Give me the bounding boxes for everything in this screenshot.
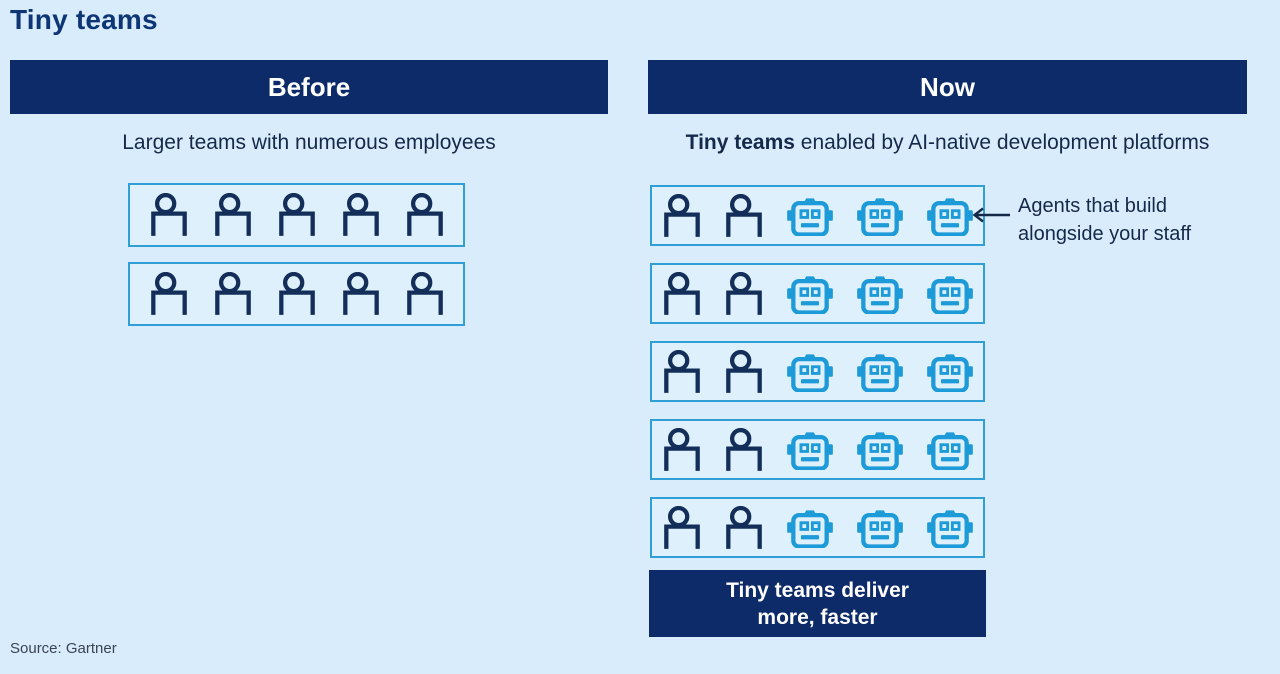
robot-icon (856, 508, 903, 548)
source-credit: Source: Gartner (10, 640, 117, 657)
person-icon (725, 505, 763, 550)
person-icon (663, 505, 701, 550)
now-team-grid (650, 185, 985, 575)
person-icon (663, 427, 701, 472)
team-box (650, 419, 985, 480)
team-box (128, 183, 465, 247)
person-icon (406, 193, 444, 237)
page-title: Tiny teams (10, 4, 158, 35)
annotation-agents: Agents that build alongside your staff (1018, 192, 1191, 248)
before-team-grid (128, 183, 465, 341)
now-subtitle-rest: enabled by AI-native development platfor… (794, 131, 1210, 154)
robot-icon (786, 508, 833, 548)
person-icon (725, 349, 763, 394)
person-icon (278, 272, 316, 316)
person-icon (725, 271, 763, 316)
person-icon (278, 193, 316, 237)
robot-icon (926, 508, 973, 548)
robot-icon (926, 196, 973, 236)
annotation-line: alongside your staff (1018, 223, 1192, 245)
person-icon (663, 271, 701, 316)
person-icon (342, 272, 380, 316)
robot-icon (786, 196, 833, 236)
person-icon (150, 272, 188, 316)
team-box (128, 262, 465, 326)
conclusion-box: Tiny teams deliver more, faster (649, 570, 986, 637)
now-subtitle-bold: Tiny teams (685, 131, 795, 154)
robot-icon (856, 274, 903, 314)
person-icon (663, 193, 701, 238)
team-box (650, 497, 985, 558)
now-header-label: Now (920, 71, 975, 102)
conclusion-line: Tiny teams deliver (726, 578, 909, 602)
conclusion-line: more, faster (757, 605, 878, 629)
robot-icon (856, 352, 903, 392)
robot-icon (926, 274, 973, 314)
team-box (650, 185, 985, 246)
arrow-left-icon (968, 206, 1012, 229)
before-header-label: Before (267, 71, 351, 102)
before-header-bar: Before (10, 60, 608, 114)
robot-icon (926, 430, 973, 470)
robot-icon (786, 352, 833, 392)
person-icon (342, 193, 380, 237)
now-header-bar: Now (648, 60, 1247, 114)
person-icon (725, 427, 763, 472)
robot-icon (786, 274, 833, 314)
team-box (650, 341, 985, 402)
person-icon (406, 272, 444, 316)
robot-icon (856, 430, 903, 470)
robot-icon (786, 430, 833, 470)
person-icon (214, 272, 252, 316)
person-icon (725, 193, 763, 238)
team-box (650, 263, 985, 324)
robot-icon (926, 352, 973, 392)
person-icon (214, 193, 252, 237)
robot-icon (856, 196, 903, 236)
person-icon (663, 349, 701, 394)
before-subtitle: Larger teams with numerous employees (122, 131, 496, 154)
now-subtitle: Tiny teams enabled by AI-native developm… (648, 131, 1247, 155)
annotation-line: Agents that build (1018, 195, 1167, 217)
person-icon (150, 193, 188, 237)
